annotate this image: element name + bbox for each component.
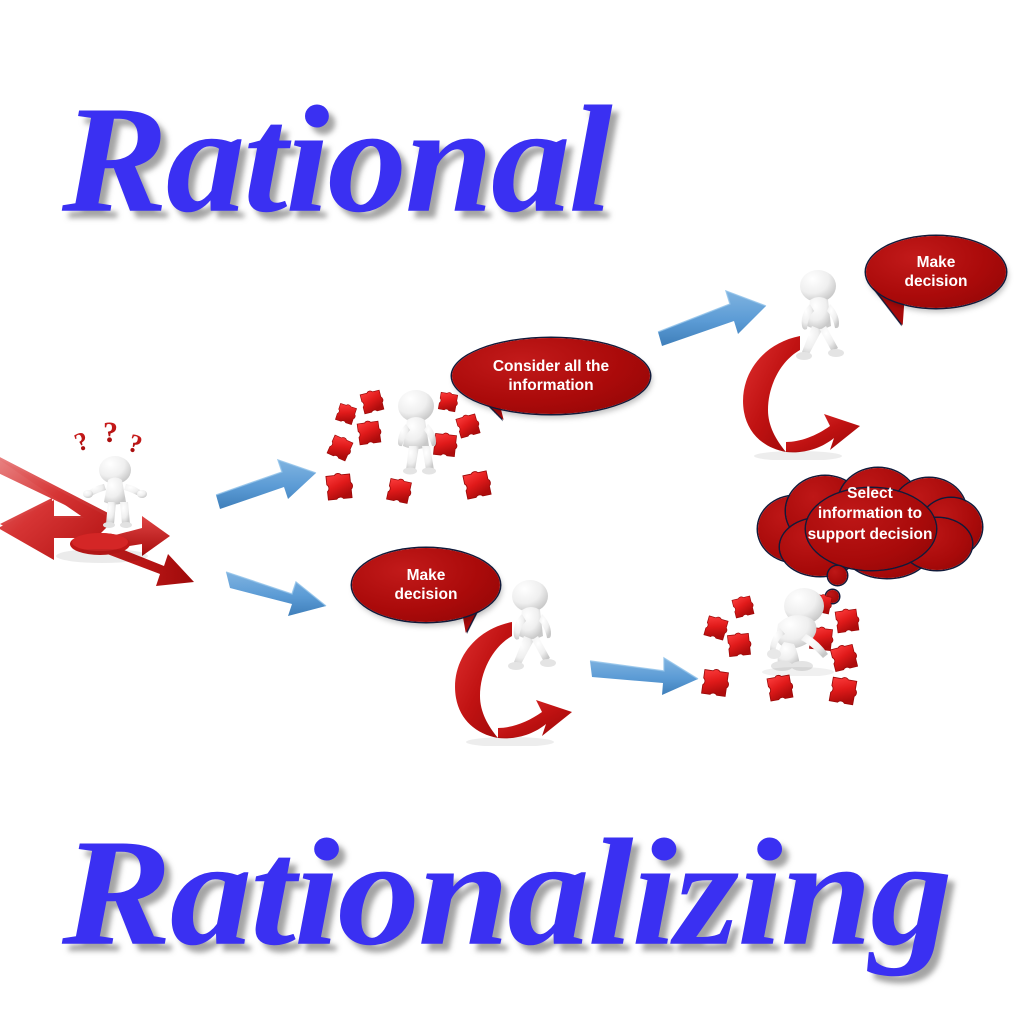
- puzzle-figure-top: [382, 368, 452, 478]
- crossroads-figure: ? ? ?: [70, 416, 160, 530]
- crouching-puzzle-figure: [748, 580, 848, 677]
- bubble-make-low-line2: decision: [394, 586, 458, 603]
- arrow-crossroads-to-make-decision: [222, 558, 332, 620]
- speech-bubble-make-decision-lower: Make decision: [352, 548, 500, 622]
- crossroads-arrows: [0, 420, 222, 590]
- bubble-make-top-line2: decision: [904, 273, 968, 290]
- bubble-consider-line1: Consider all the: [492, 357, 610, 375]
- svg-text:?: ?: [71, 426, 93, 458]
- bubble-make-low-line1: Make: [406, 566, 446, 584]
- speech-bubble-make-decision-top: Make decision: [866, 236, 1006, 308]
- arrow-consider-to-make-decision: [654, 282, 772, 350]
- speech-bubble-consider-all-information: Consider all the information: [452, 338, 650, 414]
- walking-figure-bottom: [498, 562, 568, 678]
- thought-cloud-select-information: Select information to support decision: [752, 466, 988, 578]
- arrow-make-decision-to-select-info: [586, 645, 704, 707]
- bubble-consider-line2: information: [508, 377, 594, 394]
- cloud-select-line2: information to: [817, 505, 923, 523]
- cloud-select-line1: Select: [847, 485, 893, 502]
- page-title-rationalizing: Rationalizing: [62, 808, 953, 978]
- thought-dot-large: [828, 566, 847, 585]
- walking-figure-top: [786, 252, 856, 368]
- page-title-rational: Rational: [62, 75, 613, 245]
- curved-arrow-bottom: [450, 616, 580, 751]
- curved-arrow-top: [738, 330, 868, 465]
- arrow-crossroads-to-consider: [212, 455, 322, 517]
- svg-text:?: ?: [125, 428, 145, 459]
- svg-text:?: ?: [103, 420, 118, 449]
- bubble-make-top-line1: Make: [916, 253, 956, 271]
- cloud-select-line3: support decision: [807, 525, 933, 543]
